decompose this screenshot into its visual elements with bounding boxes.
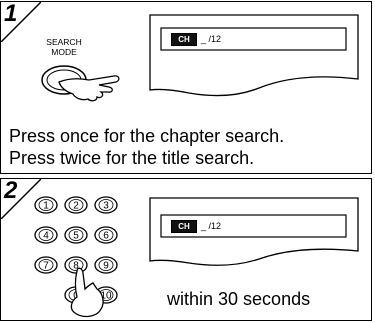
- step-number: 1: [4, 0, 18, 27]
- search-mode-button-with-hand-icon[interactable]: [39, 60, 129, 110]
- keypad-key-2[interactable]: 2: [64, 196, 88, 214]
- keypad-key-label: 5: [73, 231, 79, 242]
- step-corner-divider: [1, 179, 41, 219]
- search-mode-label-line1: SEARCH: [46, 37, 82, 47]
- chapter-value: _ /12: [201, 34, 222, 44]
- chapter-indicator: CH: [171, 220, 197, 233]
- search-mode-label-line2: MODE: [51, 47, 77, 57]
- keypad-key-7[interactable]: 7: [34, 256, 58, 274]
- tv-screen: CH _ /12: [149, 197, 359, 277]
- tv-screen-frame: [149, 14, 359, 97]
- step-1-caption: Press once for the chapter search. Press…: [9, 125, 284, 169]
- caption-line-2: Press twice for the title search.: [9, 148, 255, 168]
- keypad-key-4[interactable]: 4: [34, 226, 58, 244]
- keypad-key-label: 4: [43, 231, 49, 242]
- keypad-key-label: 8: [73, 261, 79, 272]
- keypad-key-9[interactable]: 9: [94, 256, 118, 274]
- keypad-key-label: 2: [73, 201, 79, 212]
- step-number: 2: [4, 177, 18, 204]
- keypad-key-3[interactable]: 3: [94, 196, 118, 214]
- keypad-key-label: 6: [103, 231, 109, 242]
- chapter-value: _ /12: [201, 221, 222, 231]
- keypad-key-label: 9: [103, 261, 109, 272]
- caption-line-1: Press once for the chapter search.: [9, 126, 285, 146]
- search-mode-label: SEARCH MODE: [39, 37, 89, 57]
- keypad-key-label: 7: [43, 261, 49, 272]
- step-corner-divider: [1, 2, 41, 42]
- chapter-indicator: CH: [171, 33, 197, 46]
- tv-screen: CH _ /12: [149, 14, 359, 114]
- tv-screen-frame: [149, 197, 359, 266]
- time-limit-caption: within 30 seconds: [167, 289, 311, 309]
- keypad-key-5[interactable]: 5: [64, 226, 88, 244]
- pointing-hand-icon: [70, 267, 104, 318]
- keypad-key-label: 1: [43, 201, 49, 212]
- step-1-panel: 1 SEARCH MODE CH _ /12 Press once for th…: [0, 0, 372, 174]
- keypad-key-label: 3: [103, 201, 109, 212]
- keypad-key-8[interactable]: 8: [64, 256, 88, 274]
- keypad-key-1[interactable]: 1: [34, 196, 58, 214]
- keypad-key-label: 10: [100, 291, 112, 302]
- keypad-key-6[interactable]: 6: [94, 226, 118, 244]
